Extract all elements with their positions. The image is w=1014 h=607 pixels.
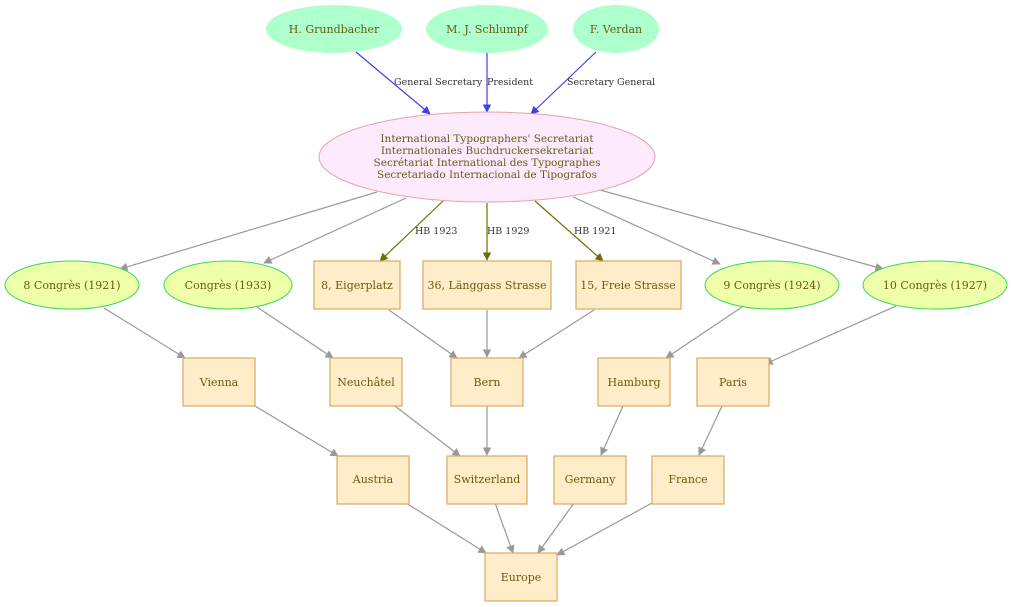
node-label: 8, Eigerplatz [321, 279, 393, 292]
edge-grundbacher-secretariat [355, 51, 431, 115]
edge-verdan-secretariat [530, 51, 597, 115]
node-france[interactable]: France [651, 455, 725, 505]
node-label: Congrès (1933) [185, 279, 272, 292]
node-europe[interactable]: Europe [484, 552, 558, 602]
edge-c8-vienna [103, 307, 186, 359]
node-label: Switzerland [454, 473, 521, 486]
node-label: Germany [565, 473, 617, 486]
secretariat-line-3: Secrétariat International des Typographe… [374, 157, 601, 169]
node-vienna[interactable]: Vienna [182, 357, 256, 407]
node-label: Paris [719, 376, 747, 389]
node-eigerplatz[interactable]: 8, Eigerplatz [313, 260, 401, 310]
edge-eigerplatz-bern [388, 309, 458, 359]
edge-germany-europe [537, 502, 575, 554]
edge-c1933-neuchatel [256, 306, 334, 359]
node-label: Europe [501, 571, 542, 584]
node-congress-9[interactable]: 9 Congrès (1924) [704, 260, 840, 310]
node-switzerland[interactable]: Switzerland [446, 455, 528, 505]
node-bern[interactable]: Bern [450, 357, 524, 407]
node-grundbacher[interactable]: H. Grundbacher [266, 5, 402, 53]
node-label: Bern [474, 376, 501, 389]
edge-secretariat-c10 [599, 189, 884, 272]
node-austria[interactable]: Austria [336, 455, 410, 505]
node-germany[interactable]: Germany [553, 455, 627, 505]
node-freie[interactable]: 15, Freie Strasse [575, 260, 682, 310]
role-label-general-secretary: General Secretary [394, 77, 483, 88]
node-label: France [668, 473, 707, 486]
node-congress-1933[interactable]: Congrès (1933) [163, 260, 293, 310]
edge-labels: General Secretary President Secretary Ge… [394, 77, 655, 237]
node-label: M. J. Schlumpf [446, 23, 529, 36]
secretariat-line-4: Secretariado Internacional de Tipografos [377, 169, 597, 181]
node-label: 15, Freie Strasse [580, 279, 676, 292]
node-label: Austria [352, 473, 394, 486]
edge-c10-paris [764, 305, 897, 365]
node-label: 9 Congrès (1924) [723, 279, 820, 292]
node-paris[interactable]: Paris [696, 357, 770, 407]
edge-secretariat-c8 [119, 191, 378, 271]
node-label: H. Grundbacher [289, 23, 380, 36]
hb-label-freie: HB 1921 [574, 226, 616, 237]
edge-france-europe [556, 502, 653, 556]
edge-austria-europe [405, 502, 487, 554]
edge-secretariat-c1933 [263, 197, 407, 264]
hb-label-eigerplatz: HB 1923 [415, 226, 457, 237]
node-neuchatel[interactable]: Neuchâtel [329, 357, 403, 407]
edge-secretariat-c9 [572, 196, 721, 265]
role-label-secretary-general: Secretary General [567, 77, 655, 88]
edge-paris-france [698, 405, 723, 456]
node-langgass[interactable]: 36, Länggass Strasse [422, 260, 552, 310]
node-label: 10 Congrès (1927) [883, 279, 987, 292]
edge-hamburg-germany [600, 405, 624, 456]
node-congress-10[interactable]: 10 Congrès (1927) [862, 260, 1008, 310]
node-label: 8 Congrès (1921) [23, 279, 120, 292]
edge-neuchatel-switzerland [394, 405, 461, 457]
edges [103, 51, 897, 556]
node-label: Vienna [199, 376, 239, 389]
hb-label-langgass: HB 1929 [487, 226, 529, 237]
secretariat-line-2: Internationales Buchdruckersekretariat [381, 145, 594, 157]
node-label: F. Verdan [590, 23, 642, 36]
node-label: Hamburg [607, 376, 660, 389]
edge-secretariat-eigerplatz [379, 200, 444, 262]
node-label: 36, Länggass Strasse [428, 279, 547, 292]
node-congress-8[interactable]: 8 Congrès (1921) [4, 260, 140, 310]
role-label-president: President [487, 77, 533, 88]
edge-switzerland-europe [494, 502, 515, 554]
node-hamburg[interactable]: Hamburg [597, 357, 671, 407]
secretariat-line-1: International Typographers' Secretariat [380, 133, 594, 145]
edge-freie-bern [518, 309, 595, 359]
edge-vienna-austria [254, 405, 339, 457]
node-schlumpf[interactable]: M. J. Schlumpf [426, 5, 548, 53]
node-verdan[interactable]: F. Verdan [573, 5, 659, 53]
edge-secretariat-freie [534, 200, 604, 262]
node-secretariat[interactable]: International Typographers' Secretariat … [318, 111, 656, 203]
edge-c9-hamburg [665, 306, 743, 359]
node-label: Neuchâtel [337, 376, 395, 389]
